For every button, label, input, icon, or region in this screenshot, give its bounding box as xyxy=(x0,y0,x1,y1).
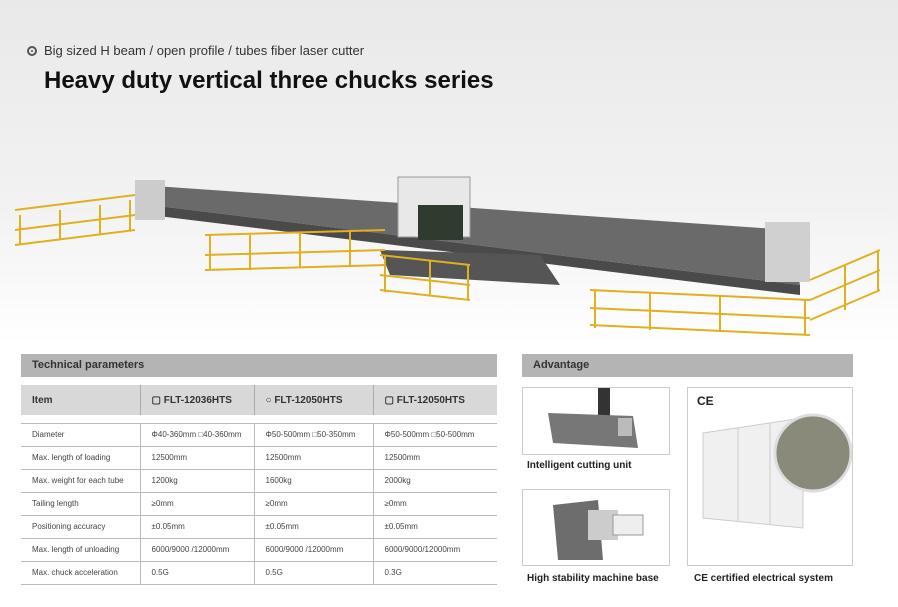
machine-base-image xyxy=(522,489,670,566)
table-cell: Diameter xyxy=(21,423,141,447)
table-cell: Φ40-360mm □40-360mm xyxy=(140,423,255,447)
table-cell: 6000/9000 /12000mm xyxy=(140,538,255,562)
subtitle: Big sized H beam / open profile / tubes … xyxy=(27,43,364,58)
col-model-1: ▢ FLT-12036HTS xyxy=(140,385,255,415)
advantage-label-3: CE certified electrical system xyxy=(694,573,833,584)
table-cell: Positioning accuracy xyxy=(21,515,141,539)
table-cell: 0.5G xyxy=(140,561,255,585)
table-cell: 12500mm xyxy=(254,446,374,470)
table-cell: 12500mm xyxy=(140,446,255,470)
table-cell: ±0.05mm xyxy=(140,515,255,539)
cutting-unit-image xyxy=(522,387,670,455)
table-cell: Φ50-500mm □50-350mm xyxy=(254,423,374,447)
tech-params-header: Technical parameters xyxy=(21,354,497,377)
table-cell: Max. chuck acceleration xyxy=(21,561,141,585)
electrical-cabinet-image: CE xyxy=(687,387,853,566)
table-cell: Tailing length xyxy=(21,492,141,516)
table-cell: 1600kg xyxy=(254,469,374,493)
table-cell: ±0.05mm xyxy=(373,515,497,539)
table-cell: 6000/9000 /12000mm xyxy=(254,538,374,562)
table-cell: Max. weight for each tube xyxy=(21,469,141,493)
table-row: Positioning accuracy±0.05mm±0.05mm±0.05m… xyxy=(21,515,497,539)
col-model-2: ○ FLT-12050HTS xyxy=(254,385,374,415)
col-item: Item xyxy=(21,385,141,415)
table-row: Tailing length≥0mm≥0mm≥0mm xyxy=(21,492,497,516)
table-cell: 2000kg xyxy=(373,469,497,493)
ce-mark: CE xyxy=(697,394,714,408)
table-cell: 0.5G xyxy=(254,561,374,585)
table-cell: 12500mm xyxy=(373,446,497,470)
bullet-icon xyxy=(27,45,37,56)
tech-params-table: Item ▢ FLT-12036HTS ○ FLT-12050HTS ▢ FLT… xyxy=(21,385,497,585)
table-cell: ≥0mm xyxy=(254,492,374,516)
table-cell: 6000/9000/12000mm xyxy=(373,538,497,562)
laser-cutter-machine-image xyxy=(14,176,881,336)
col-model-3: ▢ FLT-12050HTS xyxy=(373,385,497,415)
advantage-header: Advantage xyxy=(522,354,853,377)
page-title: Heavy duty vertical three chucks series xyxy=(44,67,494,94)
table-cell: ≥0mm xyxy=(140,492,255,516)
table-cell: Max. length of loading xyxy=(21,446,141,470)
advantage-label-2: High stability machine base xyxy=(527,573,659,584)
table-cell: 0.3G xyxy=(373,561,497,585)
table-cell: 1200kg xyxy=(140,469,255,493)
subtitle-text: Big sized H beam / open profile / tubes … xyxy=(44,43,365,58)
table-header-row: Item ▢ FLT-12036HTS ○ FLT-12050HTS ▢ FLT… xyxy=(21,385,497,415)
table-cell: Max. length of unloading xyxy=(21,538,141,562)
table-cell: ±0.05mm xyxy=(254,515,374,539)
advantage-label-1: Intelligent cutting unit xyxy=(527,460,632,471)
table-cell: Φ50-500mm □50-500mm xyxy=(373,423,497,447)
table-cell: ≥0mm xyxy=(373,492,497,516)
